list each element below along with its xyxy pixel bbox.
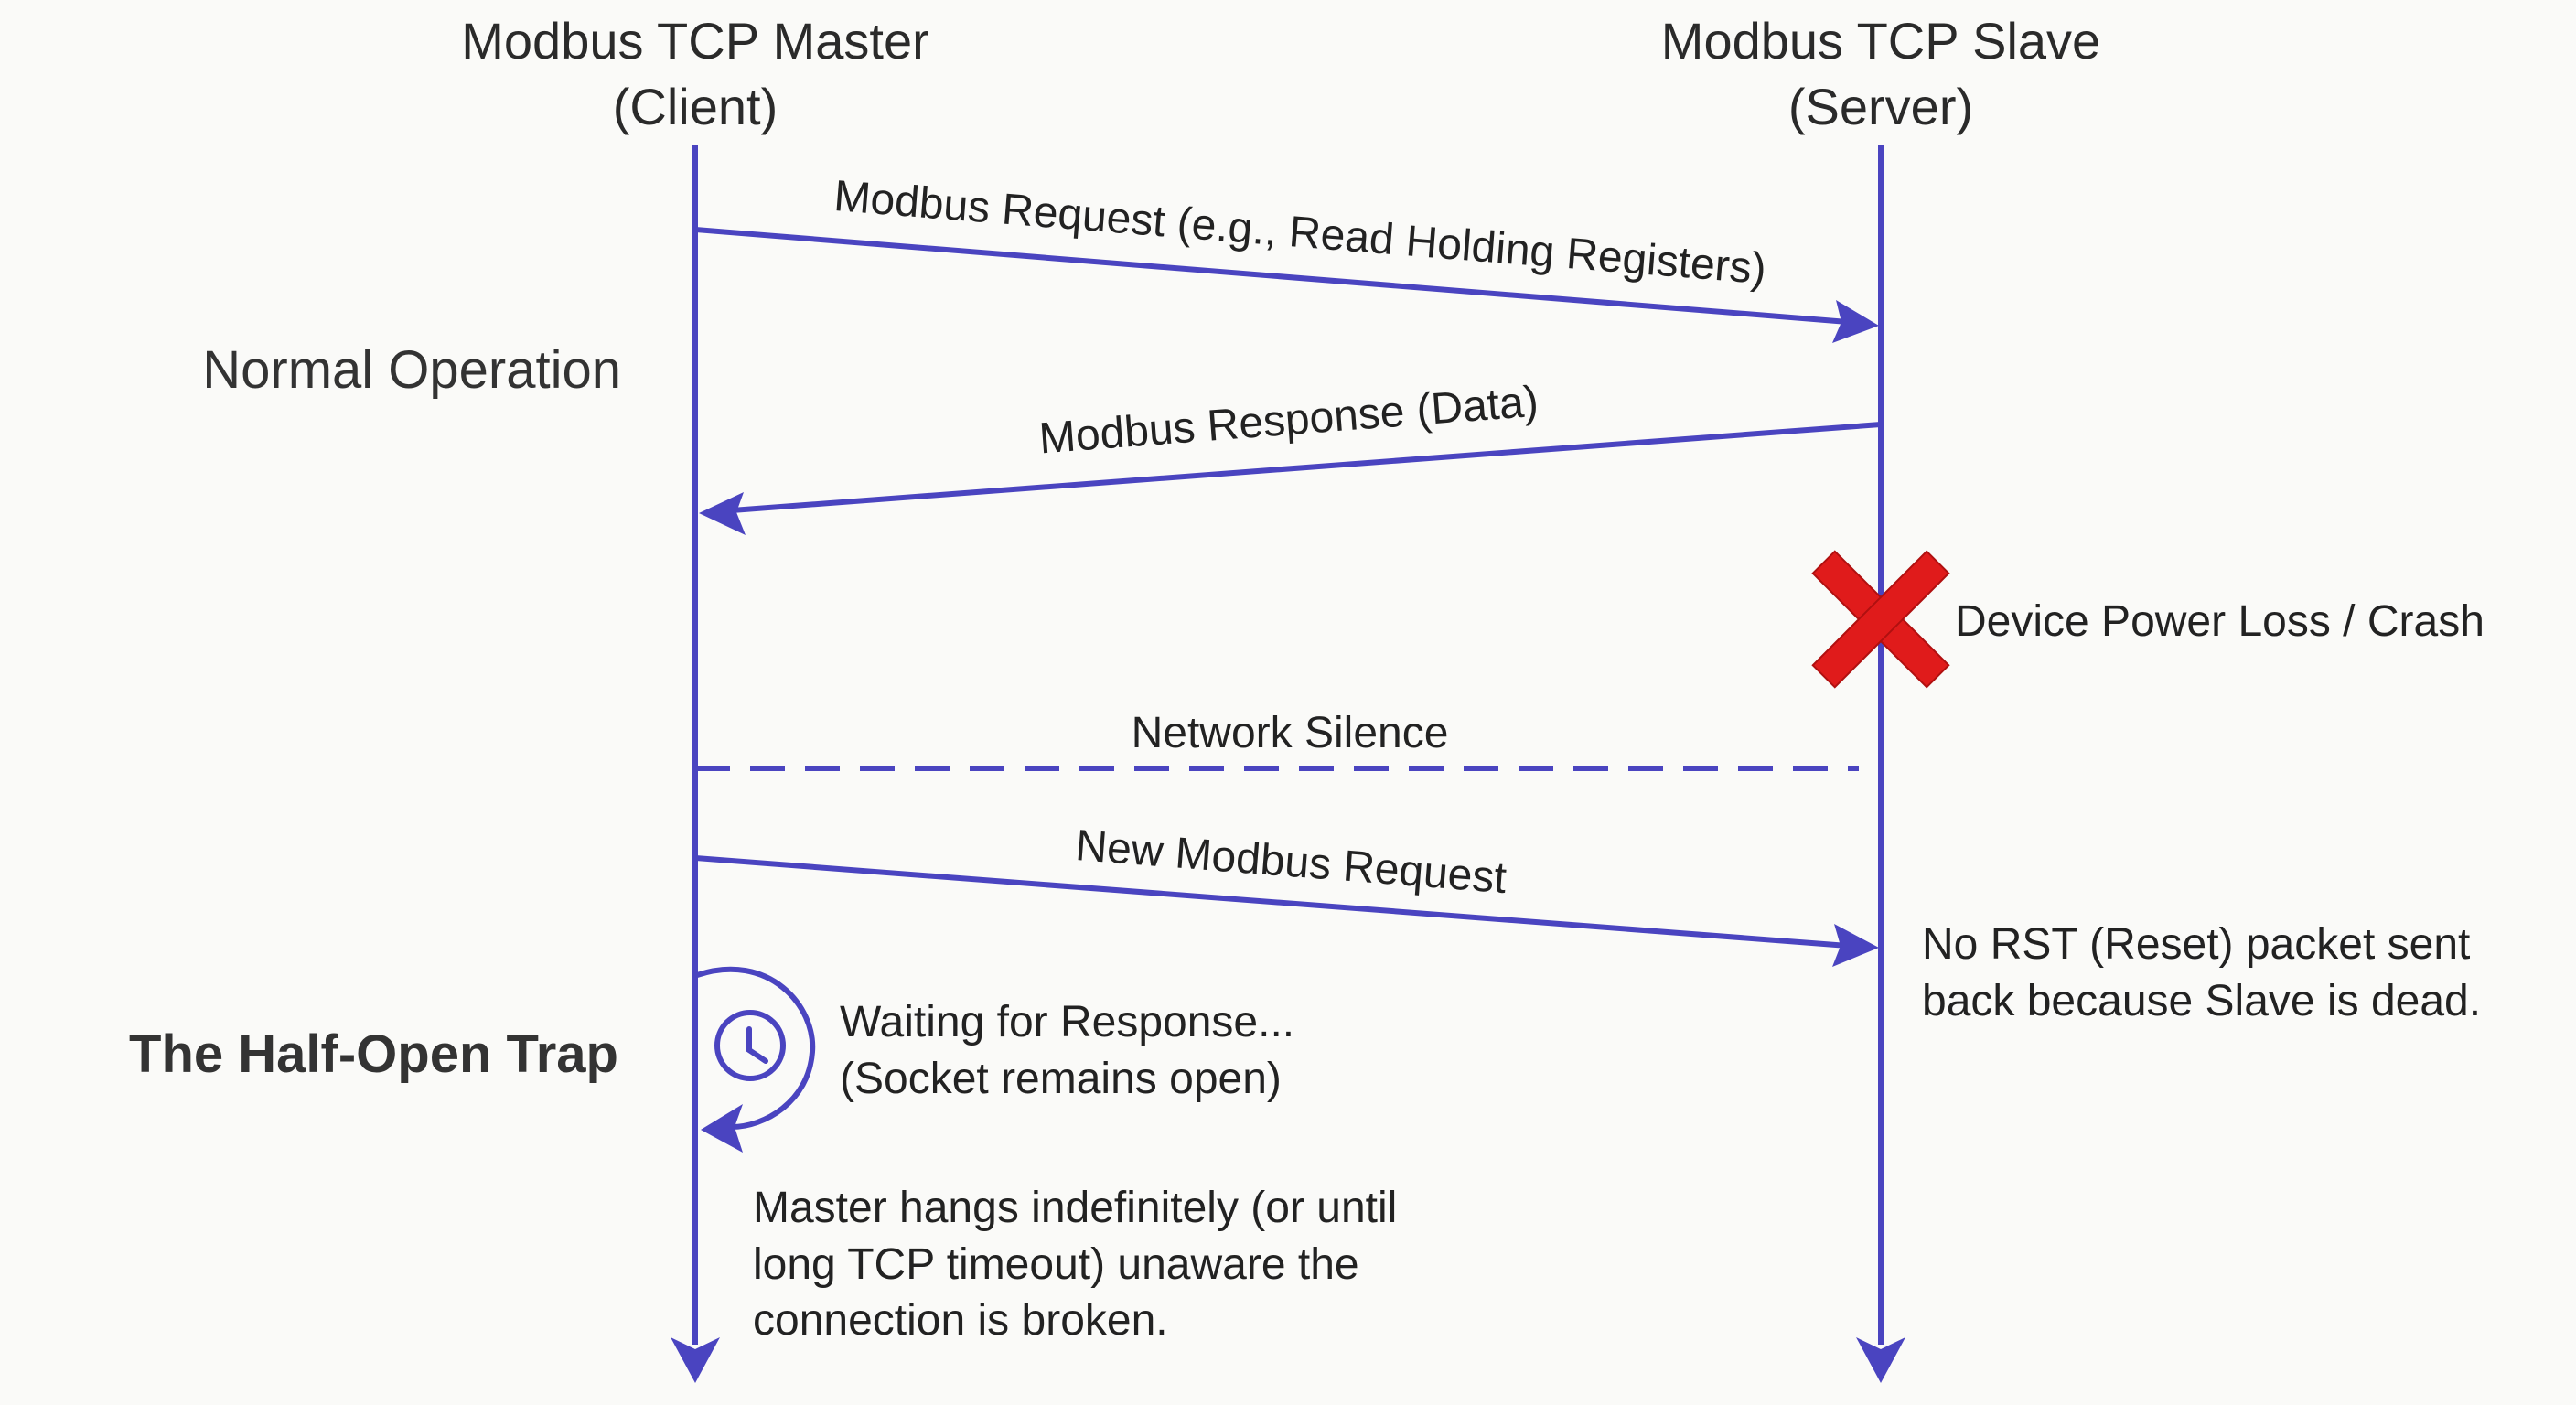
waiting-line-2: (Socket remains open) — [840, 1055, 1282, 1103]
crash-label: Device Power Loss / Crash — [1955, 597, 2485, 646]
clock-icon — [714, 1010, 786, 1081]
red-x-icon — [1811, 550, 1950, 689]
waiting-line-1: Waiting for Response... — [840, 998, 1294, 1046]
network-silence-label: Network Silence — [1132, 709, 1449, 757]
waiting-loop-arrowhead — [701, 1104, 743, 1153]
hang-line-2: long TCP timeout) unaware the — [753, 1240, 1359, 1289]
slave-subtitle: (Server) — [1788, 78, 1973, 135]
response-arrowhead — [699, 492, 746, 535]
request-arrowhead — [1832, 300, 1879, 343]
section-normal-operation: Normal Operation — [202, 340, 621, 400]
slave-title: Modbus TCP Slave — [1661, 12, 2100, 70]
new-request-arrow — [694, 855, 1849, 949]
slave-lifeline-arrowhead — [1856, 1337, 1905, 1383]
waiting-loop-arrow — [696, 966, 816, 1130]
response-label: Modbus Response (Data) — [1037, 378, 1540, 464]
request-arrow — [694, 227, 1849, 325]
master-subtitle: (Client) — [613, 78, 778, 135]
master-lifeline-arrowhead — [671, 1337, 720, 1383]
no-rst-line-2: back because Slave is dead. — [1922, 977, 2481, 1025]
section-half-open-trap: The Half-Open Trap — [129, 1024, 618, 1084]
new-request-arrowhead — [1832, 924, 1879, 967]
no-rst-line-1: No RST (Reset) packet sent — [1922, 920, 2470, 969]
hang-line-1: Master hangs indefinitely (or until — [753, 1184, 1397, 1232]
response-arrow — [731, 422, 1882, 513]
hang-line-3: connection is broken. — [753, 1296, 1168, 1345]
master-title: Modbus TCP Master — [461, 12, 928, 70]
